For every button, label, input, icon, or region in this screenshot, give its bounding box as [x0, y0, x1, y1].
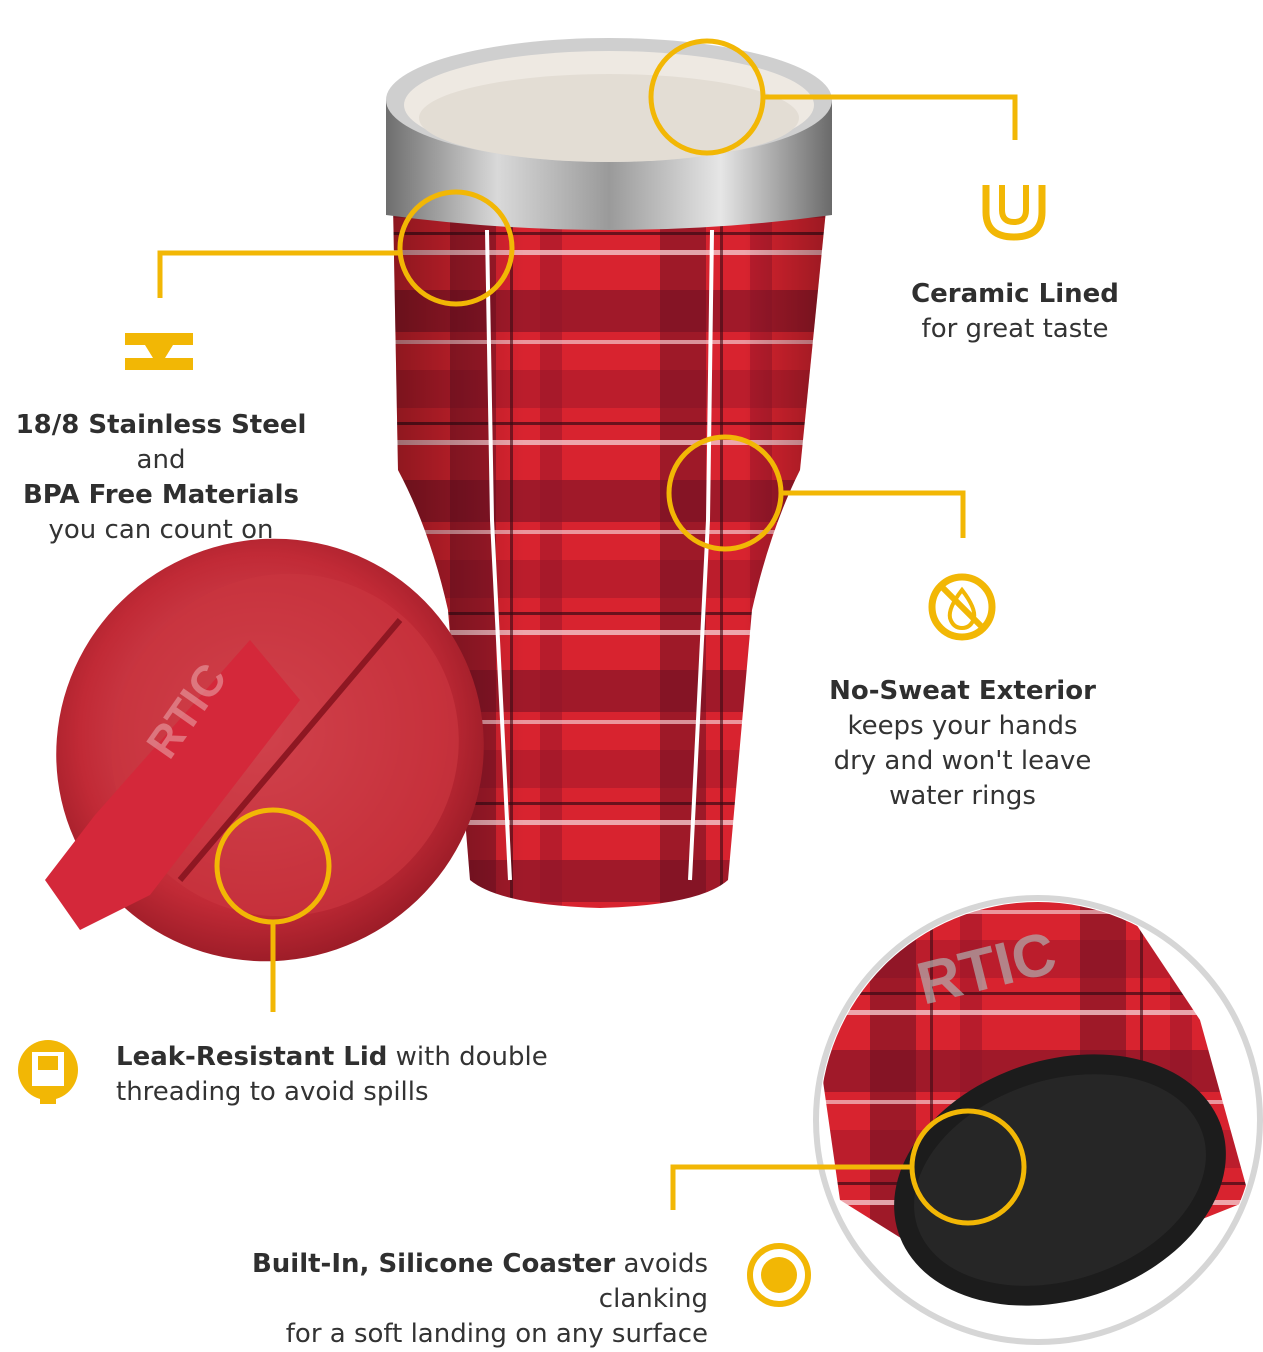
coaster-zoom: RTIC [813, 895, 1263, 1345]
tumbler [386, 38, 832, 908]
lid: RTIC [45, 538, 484, 962]
steel-title-2: BPA Free Materials [22, 480, 300, 510]
lid-title: Leak-Resistant Lid [116, 1042, 388, 1072]
sweat-feature: No-Sweat Exterior keeps your hands dry a… [820, 674, 1105, 814]
lock-icon [18, 1040, 78, 1104]
steel-beam-icon [125, 333, 193, 370]
coaster-title: Built-In, Silicone Coaster [251, 1249, 616, 1279]
lid-text-1: with double [395, 1042, 548, 1072]
coaster-icon [747, 1243, 811, 1307]
steel-feature: 18/8 Stainless Steel and BPA Free Materi… [0, 408, 322, 548]
ceramic-callout-line [763, 94, 1018, 140]
callouts [157, 38, 1027, 1226]
ceramic-title: Ceramic Lined [911, 279, 1119, 309]
steel-text-2: you can count on [48, 515, 274, 545]
lid-line-2: threading to avoid spills [116, 1077, 429, 1107]
sweat-line-2: dry and won't leave [833, 746, 1092, 776]
coaster-line-2: for a soft landing on any surface [285, 1319, 708, 1349]
lid-feature: Leak-Resistant Lid with double threading… [116, 1040, 556, 1110]
ceramic-text: for great taste [921, 314, 1109, 344]
sweat-line-1: keeps your hands [847, 711, 1078, 741]
steel-callout-line [157, 250, 400, 298]
steel-text-1: and [136, 445, 186, 475]
sweat-line-3: water rings [889, 781, 1036, 811]
sweat-callout-line [781, 490, 966, 538]
no-drop-icon [928, 573, 996, 641]
coaster-callout-line [670, 1164, 912, 1210]
steel-callout-circle [397, 189, 515, 307]
sweat-title: No-Sweat Exterior [829, 676, 1096, 706]
coaster-text-1: avoids clanking [598, 1249, 708, 1314]
ceramic-feature: Ceramic Lined for great taste [900, 277, 1130, 347]
ceramic-cup-icon [982, 185, 1046, 241]
steel-title-1: 18/8 Stainless Steel [15, 410, 307, 440]
coaster-feature: Built-In, Silicone Coaster avoids clanki… [140, 1247, 708, 1352]
